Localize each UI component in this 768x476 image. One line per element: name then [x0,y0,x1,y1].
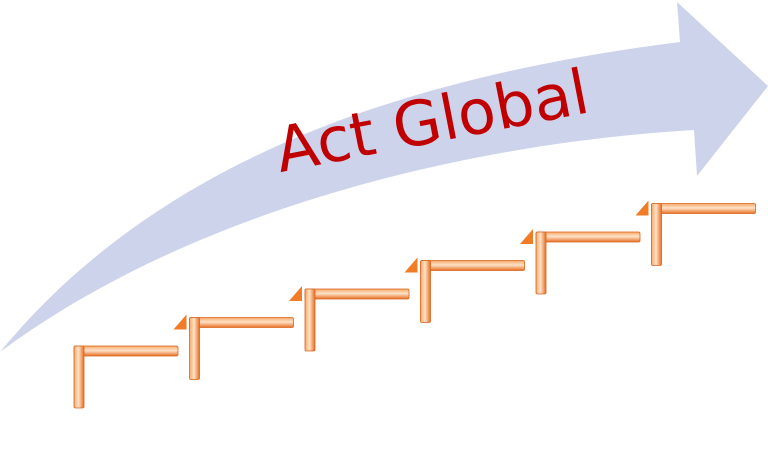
stair-step [173,314,294,380]
step-tip [635,200,649,216]
step-riser [535,231,547,295]
staircase [73,200,756,409]
step-tip [173,314,187,330]
stair-step [73,345,179,409]
step-riser [651,203,662,266]
stair-step [635,200,756,266]
step-riser [189,317,200,380]
step-riser [420,260,431,323]
stair-step [404,257,525,323]
step-tread [535,231,641,243]
step-tread [651,203,756,214]
step-riser [304,288,316,352]
step-tip [404,257,418,273]
stair-step [520,229,641,295]
arrow-label: Act Global [269,55,594,187]
step-tread [420,260,525,271]
step-tread [73,345,179,357]
step-tip [520,229,533,244]
step-tip [289,286,302,301]
growth-arrow [0,2,768,352]
step-riser [73,345,85,409]
step-tread [304,288,410,300]
step-tread [189,317,294,328]
stair-step [289,286,410,352]
